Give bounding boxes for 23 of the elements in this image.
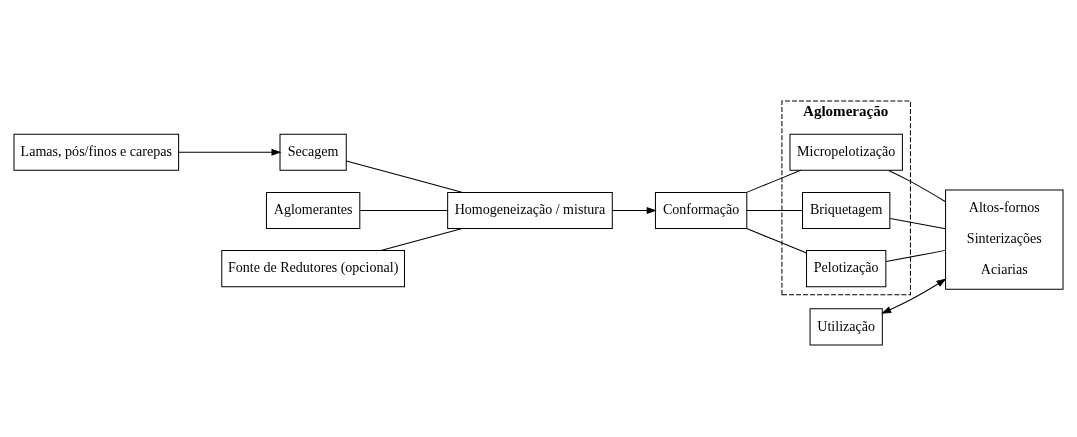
arrow: [178, 148, 281, 156]
node-box: Secagem: [279, 133, 347, 171]
node-box: Conformação: [654, 191, 748, 229]
connector: [746, 227, 808, 253]
connector: [746, 209, 803, 211]
node-box: Fonte de Redutores (opcional): [221, 249, 405, 287]
node-box: Pelotização: [806, 249, 887, 287]
arrow: [882, 278, 946, 314]
node-box: Aglomerantes: [265, 191, 361, 229]
connector: [345, 159, 463, 193]
node-box: Briquetagem: [802, 191, 891, 229]
connector: [380, 227, 463, 251]
connector: [885, 249, 946, 262]
connector: [359, 209, 448, 211]
node-box: Micropelotização: [789, 133, 903, 171]
connector: [888, 169, 946, 202]
node-box: Altos-fornos Sinterizações Aciarias: [945, 188, 1064, 290]
node-box: Utilização: [809, 307, 883, 345]
node-box: Homogeneização / mistura: [447, 191, 613, 229]
connector: [746, 169, 802, 193]
node-box: Lamas, pós/finos e carepas: [13, 133, 180, 171]
connector: [889, 217, 946, 229]
arrow: [612, 206, 656, 214]
